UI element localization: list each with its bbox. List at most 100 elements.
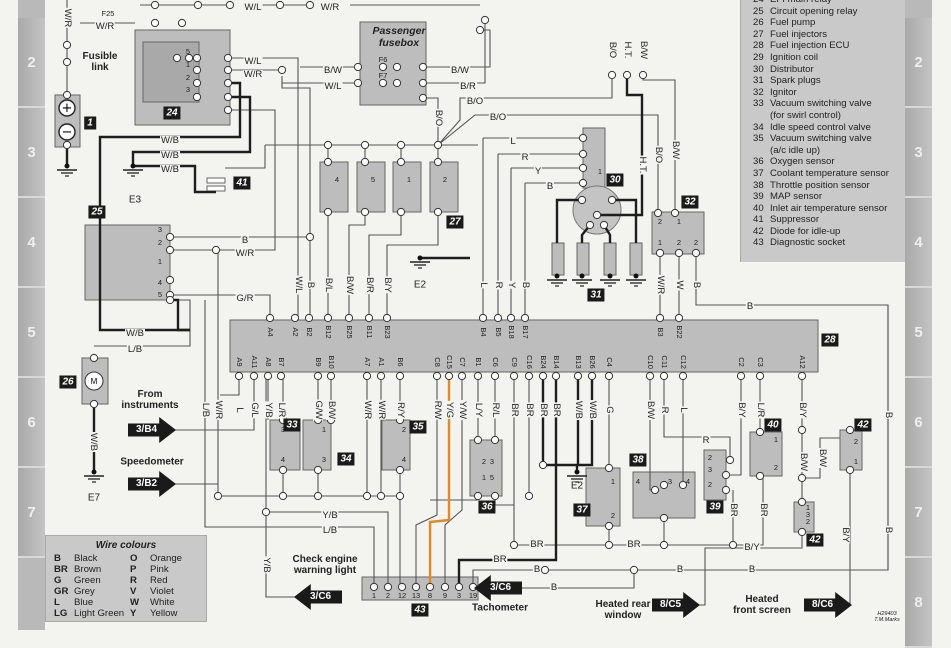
wire-colour-label: W/B xyxy=(160,150,180,161)
ecu-pin-bottom-label: C7 xyxy=(458,357,467,367)
legend-item-number: 30 xyxy=(753,63,764,75)
wire-colour-label: B/O xyxy=(653,145,664,165)
grid-row-cell xyxy=(905,18,932,108)
ecu-pin-bottom-label: B14 xyxy=(552,355,561,369)
wire xyxy=(415,376,438,587)
connector-terminal xyxy=(62,90,72,100)
wire xyxy=(423,97,439,145)
component-pin-number: 1 xyxy=(657,238,663,247)
wire-colour-code: W xyxy=(130,597,140,608)
connector-terminal xyxy=(454,582,464,592)
connector-terminal xyxy=(577,195,587,205)
connector-terminal xyxy=(418,93,428,103)
wire-colour-label: B/O xyxy=(465,96,485,107)
wire-colour-name: Yellow xyxy=(150,608,178,619)
fuel-injector-1 xyxy=(319,161,349,213)
connector-terminal xyxy=(755,471,765,481)
wire-colour-label: L xyxy=(678,406,689,414)
legend-item-text: MAP sensor xyxy=(770,191,823,203)
connector-terminal xyxy=(396,140,406,150)
wire-colour-label: L/Y xyxy=(473,401,484,419)
wire-colour-label: B/W xyxy=(326,400,337,420)
diode-42-top-box xyxy=(839,429,863,471)
wire-colour-label: B xyxy=(747,564,757,575)
wire-colour-label: B xyxy=(675,564,685,575)
connector-terminal xyxy=(323,207,333,217)
grid-row-cell xyxy=(905,378,932,468)
legend-item-text: Fuel injection ECU xyxy=(770,40,850,52)
wire-colour-name: Grey xyxy=(74,586,95,597)
throttle-sensor-box xyxy=(632,471,696,519)
component-pin-number: 1 xyxy=(853,457,859,466)
connector-terminal xyxy=(433,157,443,167)
connector-terminal xyxy=(192,53,202,63)
grid-row-number: 6 xyxy=(914,414,923,431)
component-number-badge: 28 xyxy=(821,333,839,347)
component-pin-number: 3 xyxy=(321,455,327,464)
component-number-badge: 25 xyxy=(88,205,106,219)
wire-colour-label: B/W xyxy=(817,448,828,468)
wire-colour-label: Y/G xyxy=(444,400,455,420)
ecu-pin-top-label: B23 xyxy=(383,325,392,339)
wire-colour-label: W/B xyxy=(160,135,180,146)
legend-item-number: 35 xyxy=(753,133,764,145)
motor-symbol-icon: M xyxy=(91,377,98,386)
connector-terminal xyxy=(728,540,738,550)
connector-terminal xyxy=(211,245,221,255)
connector-terminal xyxy=(509,540,519,550)
component-number-badge: 40 xyxy=(764,418,782,432)
connector-terminal xyxy=(172,53,182,63)
battery-negative-icon xyxy=(58,123,76,141)
wiring-diagram: M + − xyxy=(54,0,889,606)
legend-item-text: Fuel injectors xyxy=(770,28,828,40)
battery-negative-icon-glyph: − xyxy=(62,125,73,140)
ecu-pin-bottom-label: A7 xyxy=(363,357,372,367)
wire-colour-label: BR xyxy=(492,554,508,565)
wire-colour-label: B/W xyxy=(450,65,470,76)
connector-terminal xyxy=(353,78,363,88)
component-pin-number: 2 xyxy=(805,517,811,526)
battery-positive-icon-glyph: + xyxy=(62,101,73,116)
wire xyxy=(423,20,486,84)
spark-plug-ground-icon xyxy=(572,273,592,287)
legend-item-text: Spark plugs xyxy=(770,75,821,87)
component-number-badge: 24 xyxy=(163,106,181,120)
connector-terminal xyxy=(395,491,405,501)
wire-colour-code: B xyxy=(54,553,61,564)
connector-terminal xyxy=(721,470,731,480)
wire-colour-label: W/R xyxy=(242,69,264,80)
legend-item-text: Diagnostic socket xyxy=(770,237,846,249)
legend-item-text: Diode for idle-up xyxy=(770,225,841,237)
connector-terminal xyxy=(524,371,534,381)
grid-row-number: 3 xyxy=(27,144,36,161)
connector-terminal xyxy=(263,371,273,381)
connector-terminal xyxy=(432,371,442,381)
e2-ground-icon xyxy=(567,469,587,483)
connector-terminal xyxy=(225,0,235,10)
wire-colour-code: LG xyxy=(54,608,68,619)
connector-terminal xyxy=(177,18,187,28)
component-pin-number: 2 xyxy=(853,437,859,446)
wire-colour-name: Blue xyxy=(74,597,94,608)
connector-terminal xyxy=(378,78,388,88)
component-pin-number: 5 xyxy=(370,175,376,184)
component-pin-number: 3 xyxy=(805,510,811,519)
grid-row-number: 7 xyxy=(27,504,36,521)
connector-terminal xyxy=(473,371,483,381)
wire-colour-name: Brown xyxy=(74,564,102,575)
connector-terminal xyxy=(475,25,485,35)
heavy-wire xyxy=(555,198,582,243)
connector-terminal xyxy=(674,248,684,258)
component-number-badge: 39 xyxy=(706,500,724,514)
wire xyxy=(472,253,889,587)
vsv-idle-box xyxy=(381,419,411,471)
connector-terminal xyxy=(261,507,271,517)
diagnostic-pin-label: 12 xyxy=(397,591,407,600)
wire-colour-code: G xyxy=(54,575,62,586)
grid-row-cell xyxy=(905,288,932,378)
